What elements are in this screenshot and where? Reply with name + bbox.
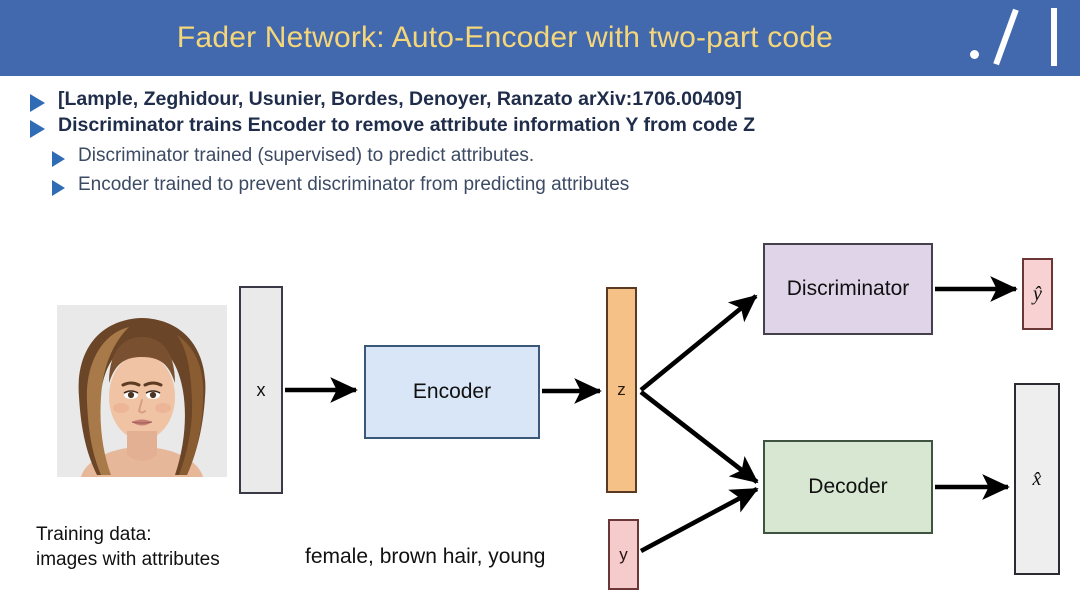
bullet-text: Discriminator trained (supervised) to pr… — [78, 145, 535, 166]
node-y-label: y — [619, 544, 628, 564]
caption-training-line2: images with attributes — [36, 549, 220, 570]
caption-training-data: Training data: images with attributes — [36, 522, 220, 572]
vertical-bar-decoration-icon — [1051, 8, 1057, 66]
bullet-text: Encoder trained to prevent discriminator… — [78, 174, 630, 195]
node-decoder-label: Decoder — [808, 475, 888, 498]
node-x-hat-label: x̂ — [1032, 467, 1042, 490]
node-z-label: z — [617, 380, 626, 399]
arrow-y-to-decoder — [639, 486, 759, 554]
node-y-hat: ŷ — [1022, 258, 1053, 330]
node-z: z — [606, 287, 637, 493]
bullet-item-discriminator-trained: Discriminator trained (supervised) to pr… — [0, 145, 1080, 167]
dot-decoration-icon — [970, 50, 979, 59]
caption-attributes: female, brown hair, young — [305, 545, 546, 568]
bullet-item-encoder-trained: Encoder trained to prevent discriminator… — [0, 174, 1080, 196]
node-y-hat-label: ŷ — [1033, 282, 1042, 305]
portrait-illustration — [57, 305, 227, 477]
title-divider — [0, 76, 1080, 79]
caption-training-line1: Training data: — [36, 524, 152, 545]
arrow-z-to-decoder — [639, 390, 759, 484]
page-title: Fader Network: Auto-Encoder with two-par… — [176, 21, 834, 54]
node-y: y — [608, 519, 639, 590]
slide-title-bar: Fader Network: Auto-Encoder with two-par… — [0, 0, 1080, 76]
triangle-bullet-icon — [52, 180, 65, 196]
node-x-label: x — [256, 379, 266, 400]
node-x: x — [239, 286, 283, 494]
node-decoder: Decoder — [763, 440, 933, 534]
node-discriminator: Discriminator — [763, 243, 933, 335]
triangle-bullet-icon — [30, 120, 45, 138]
bullet-list: [Lample, Zeghidour, Usunier, Bordes, Den… — [0, 88, 1080, 196]
node-discriminator-label: Discriminator — [786, 277, 910, 300]
arrow-z-to-discriminator — [639, 294, 758, 392]
node-encoder-label: Encoder — [412, 380, 492, 403]
node-encoder: Encoder — [364, 345, 540, 439]
triangle-bullet-icon — [30, 94, 45, 112]
input-photo — [57, 305, 227, 477]
triangle-bullet-icon — [52, 151, 65, 167]
bullet-text: [Lample, Zeghidour, Usunier, Bordes, Den… — [58, 88, 742, 110]
bullet-item-citation: [Lample, Zeghidour, Usunier, Bordes, Den… — [0, 88, 1080, 112]
node-x-hat: x̂ — [1014, 383, 1060, 575]
bullet-text: Discriminator trains Encoder to remove a… — [58, 114, 756, 136]
bullet-item-discriminator-trains: Discriminator trains Encoder to remove a… — [0, 114, 1080, 138]
